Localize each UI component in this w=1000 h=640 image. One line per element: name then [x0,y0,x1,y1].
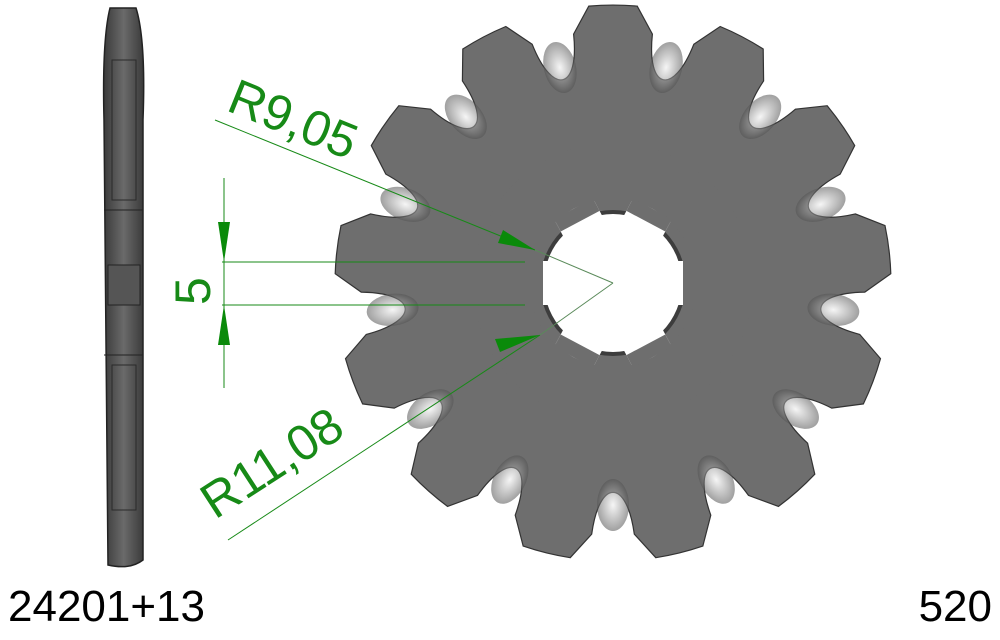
tooth-gap-shading [739,94,782,139]
tooth-gap-shading [772,389,819,429]
r1108-leader [227,334,541,541]
slot-end [683,261,697,305]
dimension-lines [214,119,614,541]
tooth-gap-shading [380,186,431,222]
arrowhead [498,230,535,250]
r905-leader [214,119,536,251]
arrowhead [495,335,540,352]
tooth-gap-shading [543,41,577,94]
slot-end [554,334,600,368]
tooth-gap-shading [366,293,419,326]
inner-radius-label: R9,05 [221,68,366,170]
tooth-gap-shading [807,293,860,326]
tooth-gap-shading [795,186,846,222]
slot-end [554,198,600,232]
part-number: 24201+13 [8,582,205,631]
sprocket-side-view [102,7,145,568]
tooth-gap-shading [491,455,529,504]
key-width-label: 5 [165,277,221,305]
tooth-gap-shading [649,41,683,94]
hub-face [473,143,753,423]
arrowhead [218,305,230,345]
tooth-gap-shading [444,94,487,139]
arrowhead [218,222,230,262]
slot-end [529,261,543,305]
tooth-gap-shading [597,479,629,531]
chain-pitch: 520 [918,582,992,631]
outer-radius-label: R11,08 [190,396,353,529]
tooth-gap-shading [697,455,735,504]
sprocket-front-view [334,4,892,559]
slot-end [626,334,672,368]
slot-end [626,198,672,232]
